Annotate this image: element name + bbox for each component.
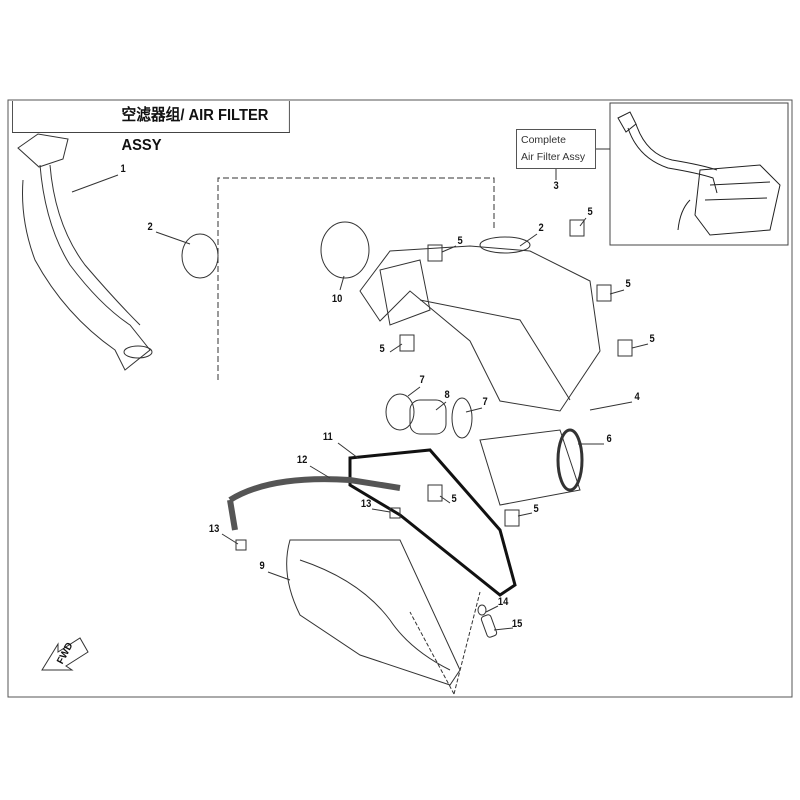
part-14-clamp <box>477 604 487 616</box>
callout-5: 5 <box>649 333 655 345</box>
callout-5: 5 <box>451 493 457 505</box>
diagram-frame <box>7 99 793 698</box>
callout-7: 7 <box>482 396 488 408</box>
part-7-clamp <box>451 397 473 439</box>
inset-box <box>609 102 789 246</box>
part-10-clamp <box>320 221 370 279</box>
page-title: 空滤器组/ AIR FILTER ASSY <box>12 101 290 154</box>
complete-assy-label: Complete Air Filter Assy <box>516 129 596 169</box>
complete-label-line1: Complete <box>521 134 566 146</box>
callout-1: 1 <box>120 163 126 175</box>
callout-7: 7 <box>419 374 425 386</box>
inset-assembly-icon <box>617 111 781 236</box>
callout-9: 9 <box>259 560 265 572</box>
part-2-clamp <box>181 233 219 279</box>
callout-12: 12 <box>296 454 308 466</box>
callout-2: 2 <box>147 221 153 233</box>
callout-14: 14 <box>497 596 509 608</box>
callout-15: 15 <box>511 618 523 630</box>
callout-2: 2 <box>538 222 544 234</box>
part-4-airbox <box>359 236 601 412</box>
part-1-intake-duct <box>17 133 153 371</box>
callout-13: 13 <box>208 523 220 535</box>
callout-10: 10 <box>331 293 343 305</box>
callout-11: 11 <box>322 431 333 443</box>
callout-5: 5 <box>379 343 385 355</box>
callout-8: 8 <box>444 389 450 401</box>
callout-5: 5 <box>587 206 593 218</box>
guide-line-2 <box>453 591 481 695</box>
callout-6: 6 <box>606 433 612 445</box>
callout-13: 13 <box>360 498 372 510</box>
part-11-seal <box>348 448 517 597</box>
part-12-hose <box>228 476 401 503</box>
part-9-cover <box>286 539 461 686</box>
callout-4: 4 <box>634 391 640 403</box>
part-8-coupler <box>409 399 447 435</box>
callout-leaders <box>71 174 649 631</box>
complete-label-line2: Air Filter Assy <box>521 151 586 163</box>
callout-5: 5 <box>457 235 463 247</box>
part-7-clamp <box>385 393 415 431</box>
callout-5: 5 <box>625 278 631 290</box>
guide-line-1 <box>217 177 495 380</box>
part-15-plug <box>480 614 498 638</box>
fwd-arrow-icon <box>41 637 89 671</box>
part-5-clips <box>235 219 633 551</box>
callout-5: 5 <box>533 503 539 515</box>
part-6-filter-element <box>479 428 584 506</box>
callout-3: 3 <box>553 180 559 192</box>
